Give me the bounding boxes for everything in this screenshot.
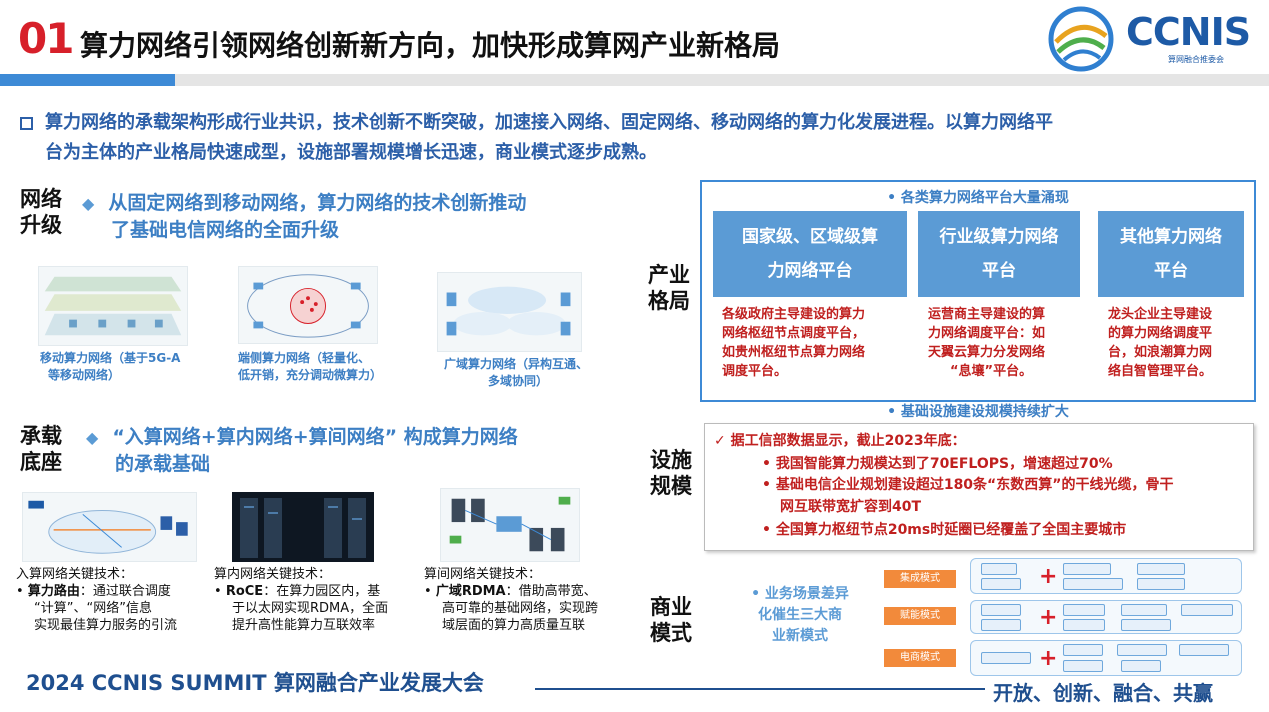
header-divider (0, 74, 1269, 86)
ccnis-logo-text: CCNIS (1126, 10, 1251, 54)
intro-paragraph: 算力网络的承载架构形成行业共识，技术创新不断突破，加速接入网络、固定网络、移动网… (20, 108, 1255, 168)
ecommerce-mode-row: + (970, 640, 1242, 676)
industry-platform-desc: 运营商主导建设的算力网络调度平台：如天翼云算力分发网络“息壤”平台。 (928, 307, 1046, 379)
footer-summit-title: 2024 CCNIS SUMMIT 算网融合产业发展大会 (26, 671, 484, 695)
compute-routing-diagram (22, 492, 197, 562)
other-platform-box: 其他算力网络平台 (1098, 211, 1244, 297)
facilities-panel (704, 423, 1254, 551)
diamond-bullet-icon: ◆ (82, 194, 95, 213)
enablement-mode-row: + (970, 600, 1242, 634)
facilities-item: • 全国算力枢纽节点20ms时延圈已经覆盖了全国主要城市 (762, 522, 1127, 538)
other-platform-desc: 龙头企业主导建设的算力网络调度平台，如浪潮算力网络自智管理平台。 (1108, 307, 1213, 379)
mobile-network-diagram (38, 266, 188, 346)
upgrade-label: 网络升级 (20, 187, 62, 237)
bearer-heading: ◆“入算网络+算内网络+算间网络” 构成算力网络 的承载基础 (86, 426, 518, 475)
integration-mode-row: + (970, 558, 1242, 594)
ecommerce-mode-tag: 电商模式 (884, 649, 956, 667)
industry-panel (700, 180, 1256, 402)
national-platform-box: 国家级、区域级算力网络平台 (713, 211, 907, 297)
bearer-label: 承载底座 (20, 424, 62, 474)
edge-network-caption: 端侧算力网络（轻量化、低开销，充分调动微算力） (238, 351, 383, 382)
upgrade-heading: ◆从固定网络到移动网络，算力网络的技术创新推动 了基础电信网络的全面升级 (82, 192, 527, 241)
globe-logo-icon (1048, 6, 1114, 72)
ingress-network-keytech: 入算网络关键技术： • 算力路由：通过联合调度 “计算”、“网络”信息 实现最佳… (16, 567, 178, 633)
plus-icon: + (1039, 564, 1058, 589)
facilities-label: 设施规模 (650, 448, 692, 498)
inter-network-keytech: 算间网络关键技术： • 广域RDMA：借助高带宽、 高可靠的基础网络，实现跨 域… (424, 567, 599, 633)
facilities-item-cont: 网互联带宽扩容到40T (780, 499, 922, 515)
roce-datacenter-photo (232, 492, 374, 562)
enablement-mode-tag: 赋能模式 (884, 607, 956, 625)
industry-heading: • 各类算力网络平台大量涌现 (887, 190, 1069, 206)
diamond-bullet-icon: ◆ (86, 428, 99, 447)
checkbox-bullet-icon (20, 116, 33, 130)
footer-slogan: 开放、创新、融合、共赢 (993, 681, 1213, 705)
plus-icon: + (1039, 605, 1058, 630)
national-platform-desc: 各级政府主导建设的算力网络枢纽节点调度平台，如贵州枢纽节点算力网络调度平台。 (722, 307, 866, 379)
wide-area-network-caption: 广域算力网络（异构互通、多域协同） (444, 357, 589, 388)
section-number: 01 (18, 14, 74, 63)
industry-platform-box: 行业级算力网络平台 (918, 211, 1080, 297)
facilities-lead: ✓ 据工信部数据显示，截止2023年底： (714, 433, 966, 449)
wide-area-network-diagram (437, 272, 582, 352)
integration-mode-tag: 集成模式 (884, 570, 956, 588)
intra-network-keytech: 算内网络关键技术： • RoCE：在算力园区内，基 于以太网实现RDMA，全面 … (214, 567, 389, 633)
page-title: 算力网络引领网络创新新方向，加快形成算网产业新格局 (80, 29, 781, 62)
wan-rdma-diagram (440, 488, 580, 562)
facilities-item: • 我国智能算力规模达到了70EFLOPS，增速超过70% (762, 456, 1113, 472)
business-text: • 业务场景差异化催生三大商业新模式 (751, 586, 849, 644)
industry-label: 产业格局 (648, 263, 690, 313)
plus-icon: + (1039, 646, 1058, 671)
business-label: 商业模式 (650, 595, 692, 645)
footer-divider (535, 688, 985, 690)
facilities-heading: • 基础设施建设规模持续扩大 (887, 404, 1069, 420)
edge-network-diagram (238, 266, 378, 344)
logo-subtitle: 算网融合推委会 (1168, 55, 1224, 64)
facilities-item: • 基础电信企业规划建设超过180条“东数西算”的干线光缆，骨干 (762, 477, 1174, 493)
